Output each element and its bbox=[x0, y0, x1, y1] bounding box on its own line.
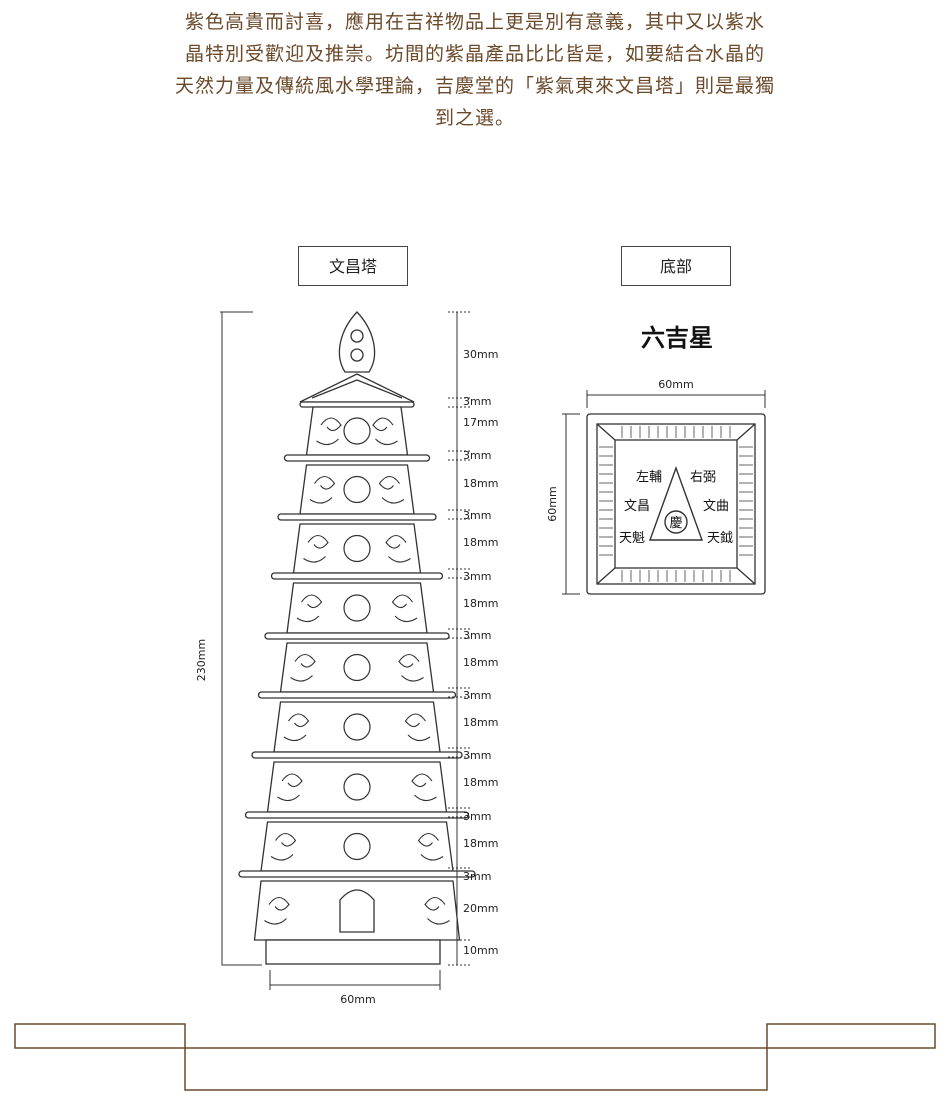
segment-label: 3mm bbox=[463, 810, 491, 823]
tier-ledge bbox=[277, 513, 437, 521]
tier-body bbox=[279, 642, 435, 693]
cloud-pattern bbox=[290, 653, 424, 682]
segment-label: 3mm bbox=[463, 689, 491, 702]
segment-label: 18mm bbox=[463, 716, 498, 729]
star-youbi: 右弼 bbox=[690, 470, 716, 485]
base-label: 底部 bbox=[621, 246, 731, 286]
base-triangle bbox=[649, 465, 703, 541]
segment-label: 18mm bbox=[463, 656, 498, 669]
tower-drawing bbox=[299, 311, 415, 408]
tower-width-label: 60mm bbox=[340, 993, 375, 1006]
segment-labels: 30mm 3mm 17mm 3mm 18mm 3mm 18mm 3mm 18mm 3mm 18mm 3… bbox=[463, 348, 498, 957]
tier-ledge bbox=[251, 751, 463, 759]
tier-medallion bbox=[343, 594, 371, 622]
segment-label: 3mm bbox=[463, 509, 491, 522]
star-tiankui: 天魁 bbox=[619, 530, 645, 546]
tier-ledge bbox=[264, 632, 450, 640]
tier-medallion bbox=[343, 773, 371, 801]
segment-label: 18mm bbox=[463, 837, 498, 850]
tier-body bbox=[286, 582, 428, 634]
tier-medallion bbox=[343, 475, 371, 504]
tier-medallion bbox=[343, 832, 371, 861]
segment-label: 18mm bbox=[463, 776, 498, 789]
tier-body bbox=[260, 821, 454, 872]
base-plate bbox=[586, 413, 766, 595]
tier-medallion bbox=[343, 534, 371, 563]
tower-dimension-ticks bbox=[448, 311, 472, 966]
base-title: 六吉星 bbox=[641, 324, 713, 352]
segment-label: 3mm bbox=[463, 629, 491, 642]
tier-body bbox=[299, 464, 415, 515]
star-zuofu: 左輔 bbox=[636, 470, 662, 485]
cloud-pattern bbox=[277, 773, 437, 802]
segment-label: 3mm bbox=[463, 870, 491, 883]
cloud-pattern bbox=[309, 475, 405, 504]
segment-label: 3mm bbox=[463, 449, 491, 462]
base-width-label: 60mm bbox=[658, 378, 693, 391]
segment-label: 3mm bbox=[463, 395, 491, 408]
segment-label: 30mm bbox=[463, 348, 498, 361]
tower-tiers bbox=[238, 406, 476, 965]
tier-medallion bbox=[343, 653, 371, 682]
cloud-pattern bbox=[303, 534, 411, 563]
intro-line-2: 晶特別受歡迎及推崇。坊間的紫晶產品比比皆是，如要結合水晶的 bbox=[184, 43, 765, 65]
tower-plinth bbox=[265, 939, 441, 965]
cloud-pattern bbox=[316, 417, 398, 446]
segment-label: 20mm bbox=[463, 902, 498, 915]
tier-medallion bbox=[343, 417, 371, 445]
bottom-frame bbox=[14, 1023, 936, 1091]
cloud-pattern bbox=[296, 594, 418, 623]
base-border-pattern bbox=[599, 426, 753, 582]
tier-body bbox=[292, 523, 422, 574]
tier-medallion bbox=[343, 713, 371, 741]
segment-label: 18mm bbox=[463, 536, 498, 549]
intro-line-4: 到之選。 bbox=[434, 107, 515, 129]
tower-label: 文昌塔 bbox=[298, 246, 408, 286]
segment-label: 10mm bbox=[463, 944, 498, 957]
tier-ledge bbox=[283, 454, 431, 462]
segment-label: 3mm bbox=[463, 749, 491, 762]
tier-ledge bbox=[238, 870, 476, 878]
segment-label: 17mm bbox=[463, 416, 498, 429]
tower-height-label: 230mm bbox=[195, 639, 208, 681]
cloud-pattern bbox=[264, 896, 450, 925]
segment-label: 18mm bbox=[463, 477, 498, 490]
cloud-pattern bbox=[283, 713, 431, 742]
intro-line-1: 紫色高貴而討喜，應用在吉祥物品上更是別有意義，其中又以紫水 bbox=[184, 11, 765, 33]
intro-line-3: 天然力量及傳統風水學理論，吉慶堂的「紫氣東來文昌塔」則是最獨 bbox=[174, 75, 775, 97]
tower-door bbox=[339, 889, 375, 933]
star-wenqu: 文曲 bbox=[703, 499, 729, 514]
intro-text: 紫色高貴而討喜，應用在吉祥物品上更是別有意義，其中又以紫水 晶特別受歡迎及推崇。… bbox=[100, 6, 850, 134]
star-tianyue: 天鉞 bbox=[707, 531, 733, 546]
cloud-pattern bbox=[270, 832, 444, 861]
base-center-mark: 慶 bbox=[669, 516, 682, 531]
segment-label: 18mm bbox=[463, 597, 498, 610]
tier-ledge bbox=[270, 572, 444, 580]
tier-body bbox=[305, 406, 409, 456]
star-wenchang: 文昌 bbox=[624, 499, 650, 514]
segment-label: 3mm bbox=[463, 570, 491, 583]
base-dimensions bbox=[562, 390, 766, 595]
base-height-label: 60mm bbox=[546, 486, 559, 521]
tier-ledge bbox=[257, 691, 457, 699]
tier-ledge bbox=[244, 811, 470, 819]
tier-body bbox=[273, 701, 441, 753]
